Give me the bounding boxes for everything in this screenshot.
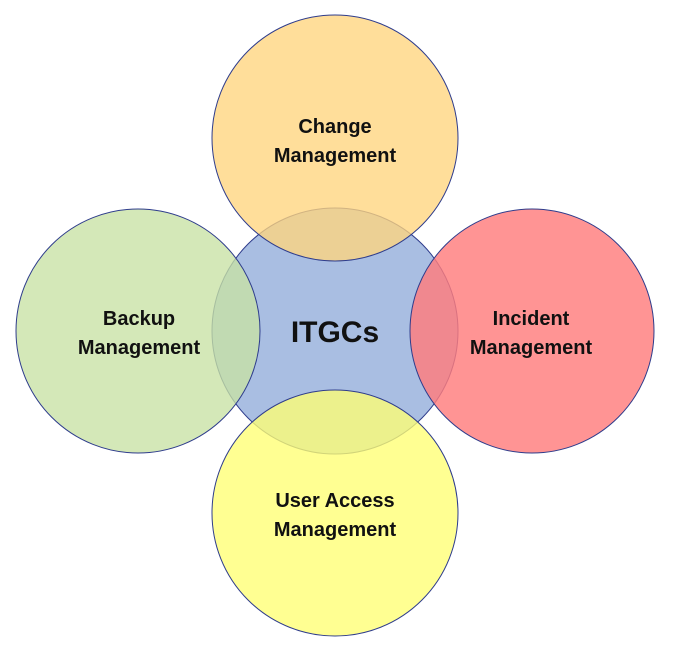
circle-incident-management [409,208,655,454]
change-label-line1: Change [298,116,371,138]
backup-label-line2: Management [78,337,201,359]
change-label-line2: Management [274,145,397,167]
circle-user-access-management [211,389,459,637]
incident-label-line2: Management [470,337,593,359]
backup-label-line1: Backup [103,308,175,330]
circle-change-management [211,14,459,262]
center-label: ITGCs [291,316,379,349]
user-access-label-line1: User Access [275,490,394,512]
incident-label-line1: Incident [493,308,570,330]
user-access-label-line2: Management [274,519,397,541]
circle-backup-management [15,208,261,454]
